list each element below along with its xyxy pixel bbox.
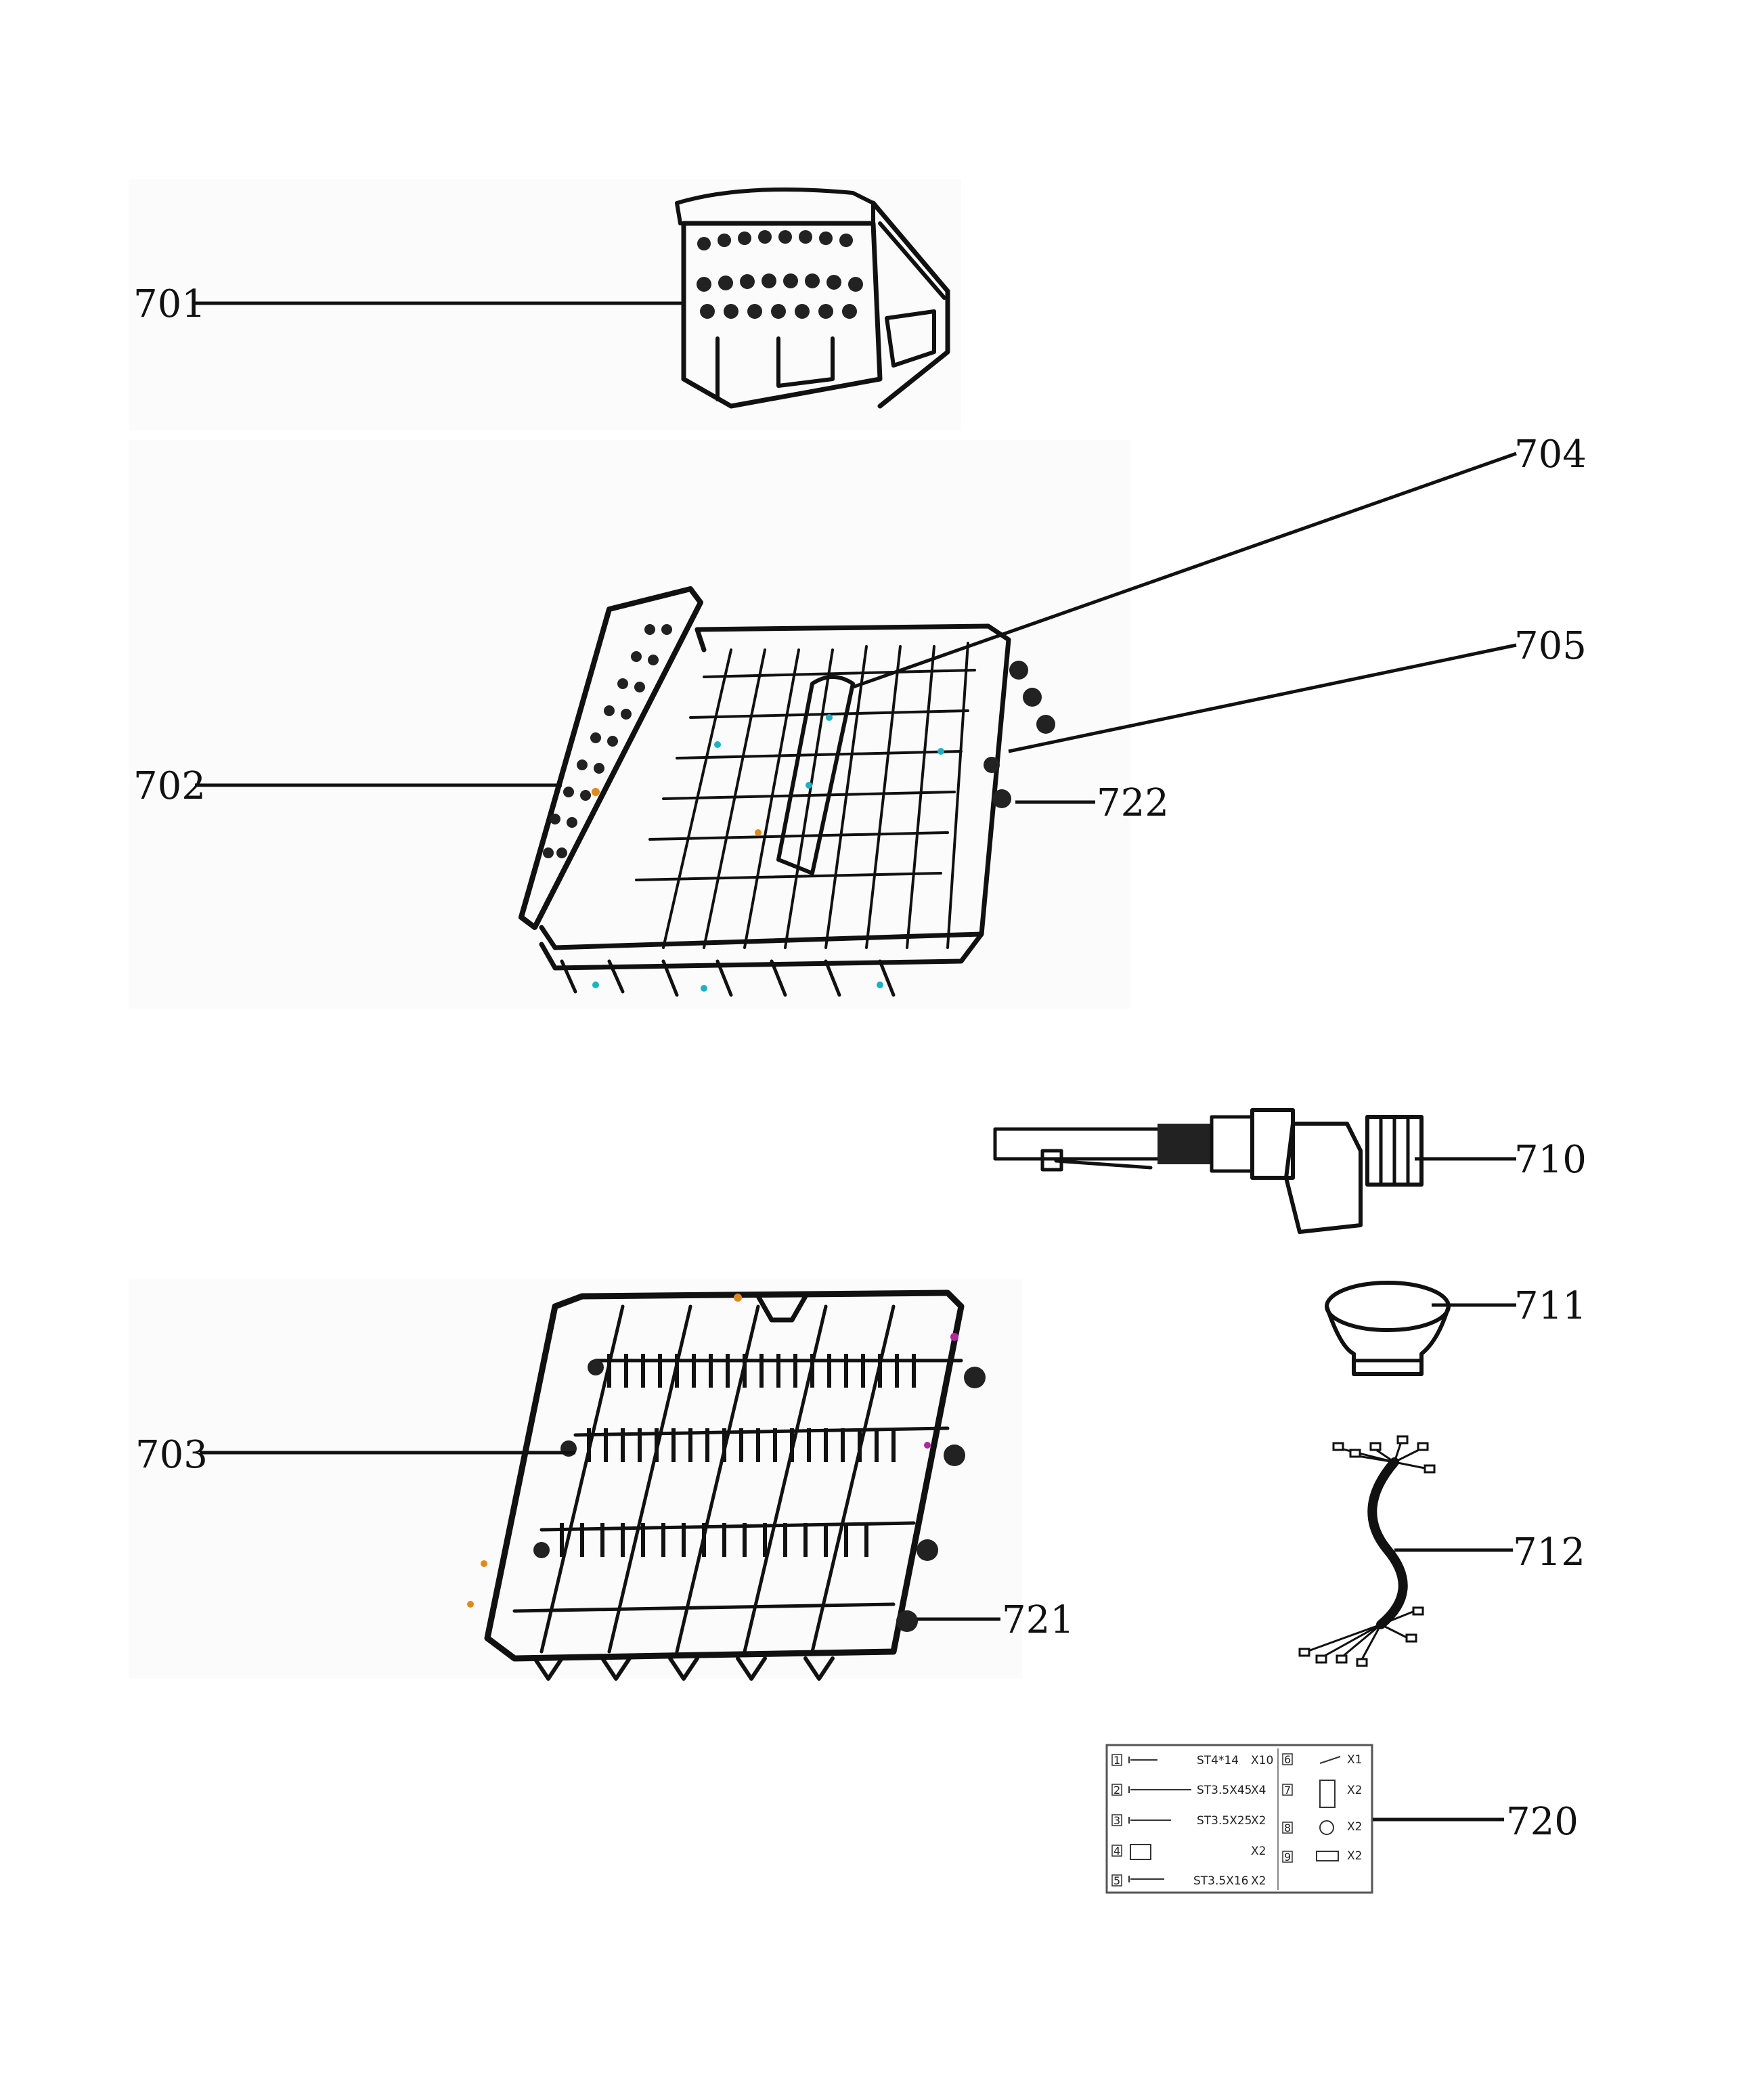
hinge-icon bbox=[1316, 1851, 1339, 1861]
kit-num-2: 2 bbox=[1113, 1784, 1120, 1796]
part-label-703: 703 bbox=[135, 1433, 208, 1477]
hook-icon bbox=[1319, 1820, 1334, 1835]
kit-num-3: 3 bbox=[1113, 1814, 1120, 1827]
kit-num-4: 4 bbox=[1113, 1845, 1120, 1857]
part-label-711: 711 bbox=[1514, 1284, 1587, 1328]
part-label-704: 704 bbox=[1514, 433, 1587, 477]
part-label-720: 720 bbox=[1506, 1800, 1579, 1844]
kit-qty-4: X2 bbox=[1251, 1845, 1266, 1858]
screw-icon bbox=[1128, 1817, 1171, 1824]
kit-num-7: 7 bbox=[1284, 1784, 1291, 1796]
kit-qty-9: X2 bbox=[1347, 1849, 1362, 1863]
kit-spec-5: ST3.5X16 bbox=[1193, 1874, 1249, 1888]
wire-harness-712 bbox=[1298, 1435, 1436, 1667]
kit-qty-1: X10 bbox=[1251, 1754, 1273, 1767]
bracket-icon bbox=[1130, 1844, 1151, 1860]
upper-basket-702 bbox=[519, 586, 1055, 997]
kit-spec-1: ST4*14 bbox=[1197, 1754, 1239, 1767]
long-screw-icon bbox=[1128, 1786, 1191, 1793]
part-label-701: 701 bbox=[133, 282, 206, 326]
kit-num-8: 8 bbox=[1284, 1822, 1291, 1834]
part-label-722: 722 bbox=[1097, 781, 1169, 825]
screw-icon bbox=[1128, 1757, 1157, 1763]
kit-spec-3: ST3.5X25 bbox=[1197, 1814, 1252, 1828]
leader-705 bbox=[1008, 643, 1517, 753]
key-icon bbox=[1319, 1756, 1341, 1764]
kit-qty-2: X4 bbox=[1251, 1784, 1266, 1797]
kit-qty-3: X2 bbox=[1251, 1814, 1266, 1828]
leader-704 bbox=[852, 451, 1517, 689]
clip-icon bbox=[1319, 1780, 1336, 1808]
kit-box bbox=[1105, 1744, 1373, 1894]
part-labels: 701 702 704 705 722 710 711 712 703 721 … bbox=[133, 282, 1587, 1844]
kit-qty-7: X2 bbox=[1347, 1784, 1362, 1797]
panel-bg-703 bbox=[129, 1279, 1022, 1679]
part-label-710: 710 bbox=[1514, 1138, 1587, 1182]
part-label-721: 721 bbox=[1002, 1598, 1074, 1642]
accessory-kit-720: 1 ST4*14 X10 2 ST3.5X45 X4 3 ST3.5X25 X2… bbox=[1105, 1744, 1373, 1894]
screw-icon bbox=[1128, 1876, 1164, 1882]
kit-num-1: 1 bbox=[1113, 1754, 1120, 1767]
part-label-705: 705 bbox=[1514, 624, 1587, 668]
kit-qty-6: X1 bbox=[1347, 1753, 1362, 1767]
kit-qty-8: X2 bbox=[1347, 1820, 1362, 1834]
leader-lines bbox=[195, 301, 1517, 1822]
salt-cap-711 bbox=[1325, 1281, 1451, 1376]
kit-num-5: 5 bbox=[1113, 1874, 1120, 1887]
kit-qty-5: X2 bbox=[1251, 1874, 1266, 1888]
kit-num-6: 6 bbox=[1284, 1753, 1291, 1766]
kit-spec-2: ST3.5X45 bbox=[1197, 1784, 1252, 1797]
cutlery-basket-701 bbox=[675, 188, 950, 409]
kit-num-9: 9 bbox=[1284, 1851, 1291, 1864]
inlet-hose-710 bbox=[993, 1108, 1424, 1234]
part-label-702: 702 bbox=[133, 764, 206, 808]
part-label-712: 712 bbox=[1513, 1530, 1585, 1574]
